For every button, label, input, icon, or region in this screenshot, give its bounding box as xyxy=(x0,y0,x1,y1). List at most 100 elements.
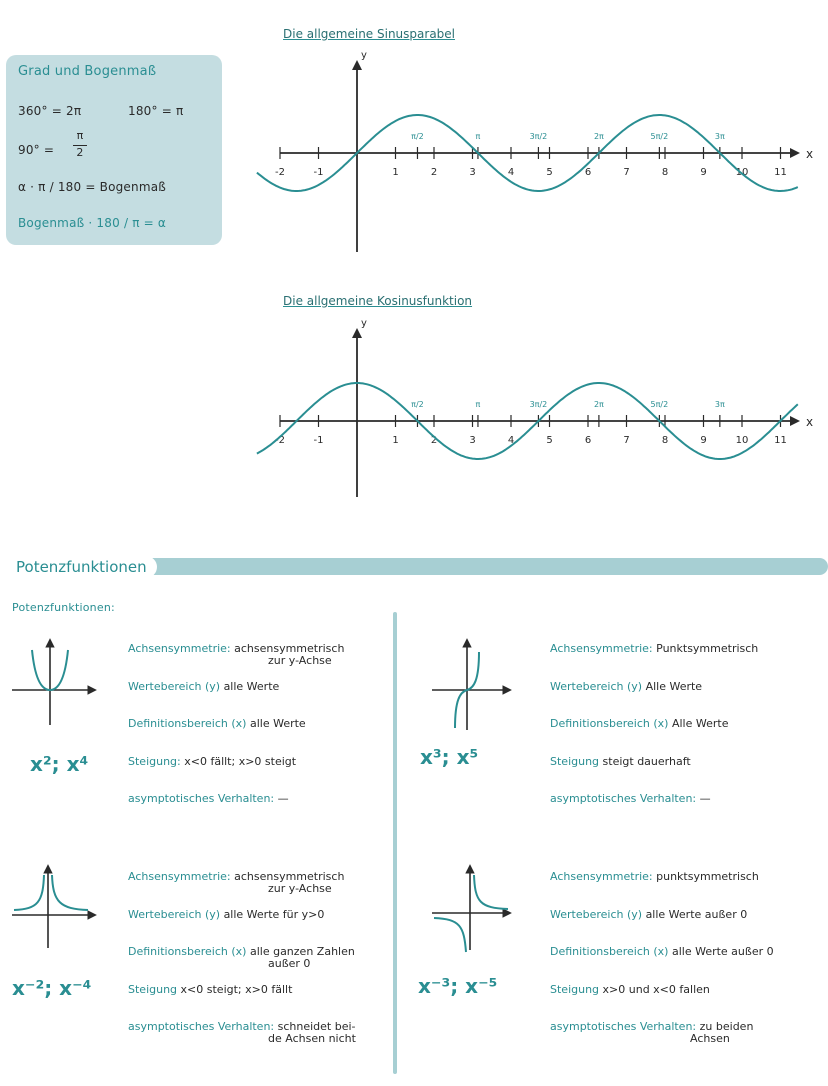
property-value: alle Werte xyxy=(223,680,280,693)
property-value: alle Werte für y>0 xyxy=(223,908,325,921)
property-key: Wertebereich (y) xyxy=(128,908,224,921)
fraction-bar xyxy=(73,145,87,146)
conversion-box xyxy=(6,55,222,245)
pi-tick-label: π xyxy=(476,132,481,141)
property-key: Definitionsbereich (x) xyxy=(550,945,672,958)
property-key: Achsensymmetrie: xyxy=(128,642,235,655)
property-key: Achsensymmetrie: xyxy=(550,642,657,655)
tick-label: 3 xyxy=(469,435,475,446)
card-3-row-2: Definitionsbereich (x) alle Werte außer … xyxy=(550,945,774,958)
property-key: Achsensymmetrie: xyxy=(128,870,235,883)
tick-label: 7 xyxy=(623,167,629,178)
card-2-row-3: Steigung x<0 steigt; x>0 fällt xyxy=(128,983,292,996)
tick-label: -2 xyxy=(275,167,285,178)
pi-tick-label: 2π xyxy=(594,400,604,409)
pi-tick-label: 5π/2 xyxy=(651,400,669,409)
property-value: punktsymmetrisch xyxy=(656,870,759,883)
property-value: x>0 und x<0 fallen xyxy=(602,983,710,996)
y-axis-label: y xyxy=(361,50,367,61)
curve xyxy=(256,382,799,460)
property-value: alle Werte xyxy=(249,717,306,730)
conversion-line2-num: π xyxy=(76,129,84,142)
tick-label: 2 xyxy=(431,435,437,446)
property-key: asymptotisches Verhalten: xyxy=(128,792,278,805)
property-key: Steigung: xyxy=(128,755,185,768)
x-axis-arrow xyxy=(790,148,800,158)
cosine-title: Die allgemeine Kosinusfunktion xyxy=(283,294,473,308)
x-axis-label: x xyxy=(806,415,813,429)
property-value: x<0 steigt; x>0 fällt xyxy=(180,983,293,996)
card-3-row-4: asymptotisches Verhalten: zu beiden xyxy=(550,1020,753,1033)
property-key: Steigung xyxy=(550,755,603,768)
card-1-row-2: Definitionsbereich (x) Alle Werte xyxy=(550,717,728,730)
card-0-row-1: Wertebereich (y) alle Werte xyxy=(128,680,279,693)
formula-even-power: x²; x⁴ xyxy=(30,752,89,776)
property-value: alle Werte außer 0 xyxy=(671,945,774,958)
tick-label: -2 xyxy=(275,435,285,446)
card-3-row-0: Achsensymmetrie: punktsymmetrisch xyxy=(550,870,759,883)
tick-label: 6 xyxy=(585,167,591,178)
tick-label: 10 xyxy=(736,435,749,446)
card-2-row-1: Wertebereich (y) alle Werte für y>0 xyxy=(128,908,324,921)
property-key: Definitionsbereich (x) xyxy=(550,717,672,730)
property-key: Wertebereich (y) xyxy=(128,680,224,693)
formula-even-negative-power: x⁻²; x⁻⁴ xyxy=(12,976,92,1000)
card-divider xyxy=(393,612,397,1074)
card-0-row-0-cont: zur y-Achse xyxy=(268,654,332,667)
card-3-row-4-cont: Achsen xyxy=(690,1032,730,1045)
tick-label: 9 xyxy=(700,167,706,178)
property-key: asymptotisches Verhalten: xyxy=(128,1020,278,1033)
tick-label: 1 xyxy=(392,167,398,178)
property-value: Alle Werte xyxy=(645,680,703,693)
tick-label: 7 xyxy=(623,435,629,446)
power-graphs xyxy=(12,638,512,953)
property-value: schneidet bei- xyxy=(277,1020,356,1033)
pi-tick-label: π xyxy=(476,400,481,409)
card-0-row-0: Achsensymmetrie: achsensymmetrisch xyxy=(128,642,344,655)
x-axis-arrow xyxy=(790,416,800,426)
card-3-row-1: Wertebereich (y) alle Werte außer 0 xyxy=(550,908,747,921)
card-2-row-4-cont: de Achsen nicht xyxy=(268,1032,356,1045)
property-value: Punktsymmetrisch xyxy=(656,642,759,655)
pi-tick-label: 3π/2 xyxy=(530,132,548,141)
tick-label: 4 xyxy=(508,167,514,178)
section-pill: Potenzfunktionen xyxy=(0,556,157,578)
conversion-line2-den: 2 xyxy=(76,146,84,159)
property-key: Definitionsbereich (x) xyxy=(128,717,250,730)
graph-even-negative-power xyxy=(12,864,97,948)
tick-label: 6 xyxy=(585,435,591,446)
property-value: x<0 fällt; x>0 steigt xyxy=(184,755,297,768)
property-key: Wertebereich (y) xyxy=(550,680,646,693)
pi-tick-label: 3π xyxy=(715,400,725,409)
property-key: Wertebereich (y) xyxy=(550,908,646,921)
card-1-row-3: Steigung steigt dauerhaft xyxy=(550,755,691,768)
card-2-row-2-cont: außer 0 xyxy=(268,957,311,970)
card-2-row-2: Definitionsbereich (x) alle ganzen Zahle… xyxy=(128,945,355,958)
x-axis-label: x xyxy=(806,147,813,161)
conversion-line3: α · π / 180 = Bogenmaß xyxy=(18,180,167,194)
tick-label: 1 xyxy=(392,435,398,446)
property-value: Alle Werte xyxy=(671,717,729,730)
tick-label: 8 xyxy=(662,167,668,178)
property-value: achsensymmetrisch xyxy=(234,870,345,883)
conversion-line1-left: 360° = 2π xyxy=(18,104,82,118)
y-axis-arrow xyxy=(352,328,362,338)
conversion-line2-left: 90° = xyxy=(18,143,55,157)
card-2-row-0: Achsensymmetrie: achsensymmetrisch xyxy=(128,870,344,883)
tick-label: 4 xyxy=(508,435,514,446)
tick-label: 3 xyxy=(469,167,475,178)
sine-title: Die allgemeine Sinusparabel xyxy=(283,27,456,41)
card-0-row-3: Steigung: x<0 fällt; x>0 steigt xyxy=(128,755,296,768)
pi-tick-label: 3π xyxy=(715,132,725,141)
section-subtitle: Potenzfunktionen: xyxy=(12,601,115,614)
property-key: Definitionsbereich (x) xyxy=(128,945,250,958)
section-banner xyxy=(0,558,828,575)
property-key: Steigung xyxy=(128,983,181,996)
card-1-row-1: Wertebereich (y) Alle Werte xyxy=(550,680,702,693)
section-title: Potenzfunktionen xyxy=(16,558,147,576)
graph-odd-power xyxy=(432,638,512,730)
property-key: Achsensymmetrie: xyxy=(550,870,657,883)
